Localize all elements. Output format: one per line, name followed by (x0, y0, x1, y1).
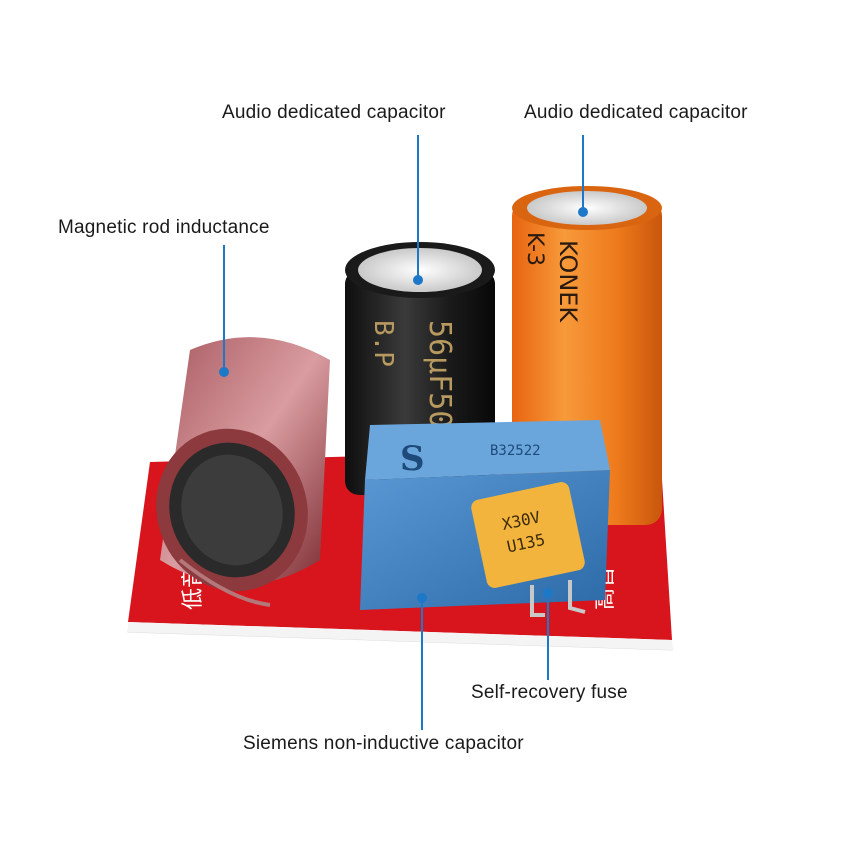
orange-cap-brand: KONEK (554, 240, 582, 323)
callout-audio-capacitor-black: Audio dedicated capacitor (222, 102, 446, 123)
black-cap-brand: B.P (368, 320, 398, 367)
callout-self-recovery-fuse: Self-recovery fuse (471, 682, 628, 703)
callout-siemens-capacitor: Siemens non-inductive capacitor (243, 733, 524, 754)
rod-inductor (156, 337, 330, 607)
callout-magnetic-rod-inductance: Magnetic rod inductance (58, 217, 270, 238)
pointer-lines (219, 135, 588, 730)
siemens-code: B32522 (490, 443, 541, 459)
svg-text:S: S (400, 439, 425, 479)
black-cap-value: 56μF50 (422, 320, 457, 428)
self-recovery-fuse: X30V U135 (471, 482, 586, 617)
callout-audio-capacitor-orange: Audio dedicated capacitor (524, 102, 748, 123)
orange-cap-series: K-3 (522, 232, 547, 266)
